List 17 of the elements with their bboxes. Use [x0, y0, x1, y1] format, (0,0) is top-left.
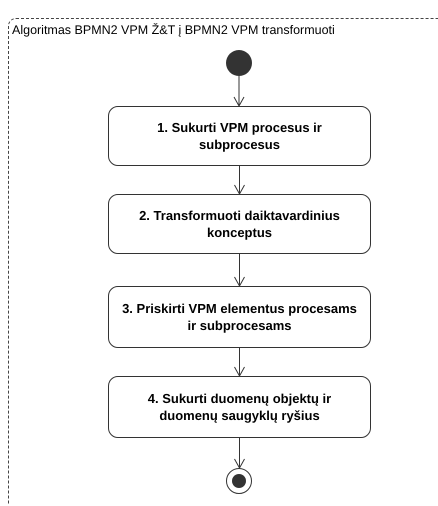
action-box: [108, 194, 371, 254]
action-box: [108, 106, 371, 166]
frame: [8, 18, 438, 504]
start-node: [226, 50, 252, 76]
action-text: 2. Transformuoti daiktavardinius konceptus: [138, 207, 341, 241]
arrow: [234, 254, 245, 286]
action-text: 1. Sukurti VPM procesus ir subprocesus: [156, 119, 323, 153]
action-text: 3. Priskirti VPM elementus procesams ir subprocesams: [121, 300, 358, 334]
arrow: [234, 76, 244, 106]
arrow: [234, 348, 245, 376]
frame-title: Algoritmas BPMN2 VPM Ž&T į BPMN2 VPM transformuoti: [12, 22, 335, 39]
action-text: 4. Sukurti duomenų objektų ir duomenų saugyklų ryšius: [146, 390, 332, 424]
action-box: [108, 376, 371, 438]
action-box: [108, 286, 371, 348]
arrow: [234, 438, 245, 468]
end-node: [226, 468, 252, 494]
arrow: [234, 166, 245, 194]
